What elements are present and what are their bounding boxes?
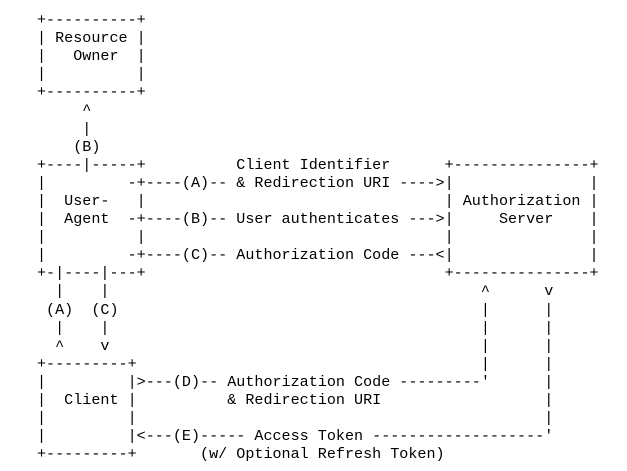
flow-a-client-identifier-line: | -+----(A)-- & Redirection URI ---->| |	[37, 173, 599, 192]
arrow-b-shaft: |	[37, 119, 92, 138]
resource-owner-box-bottom: +----------+	[37, 83, 146, 102]
connector-labels-a-c: (A) (C) | |	[37, 300, 554, 319]
user-agent-label-line: | User- | | Authorization |	[37, 191, 599, 210]
flow-d-authorization-code-line: | |>---(D)-- Authorization Code --------…	[37, 372, 554, 391]
arrow-b-head: ^	[37, 101, 92, 120]
client-box-bottom-refresh-token-note: +---------+ (w/ Optional Refresh Token)	[37, 445, 445, 464]
client-box-top: +---------+ | |	[37, 354, 554, 373]
flow-b-user-authenticates-line: | Agent -+----(B)-- User authenticates -…	[37, 210, 599, 229]
resource-owner-box-side: | |	[37, 65, 146, 84]
connector-arrowheads: ^ v | |	[37, 336, 554, 355]
resource-owner-label-line: | Owner |	[37, 47, 146, 66]
oauth-flow-ascii-diagram: +----------+| Resource || Owner || |+---…	[37, 11, 599, 463]
user-agent-box-top-and-server-box-top: +----|-----+ Client Identifier +--------…	[37, 155, 599, 174]
connector-line: | | | |	[37, 318, 554, 337]
client-label-line: | Client | & Redirection URI |	[37, 390, 554, 409]
arrow-b-label: (B)	[37, 137, 101, 156]
resource-owner-label-line: | Resource |	[37, 29, 146, 48]
resource-owner-box-top: +----------+	[37, 11, 146, 29]
connector-line: | | ^ v	[37, 282, 554, 301]
client-box-side: | | |	[37, 409, 554, 428]
boxes-side-line: | | | |	[37, 228, 599, 247]
flow-c-authorization-code-line: | -+----(C)-- Authorization Code ---<| |	[37, 246, 599, 265]
flow-e-access-token-line: | |<---(E)----- Access Token -----------…	[37, 427, 554, 446]
user-agent-box-bottom-and-server-box-bottom: +-|----|---+ +---------------+	[37, 264, 599, 283]
